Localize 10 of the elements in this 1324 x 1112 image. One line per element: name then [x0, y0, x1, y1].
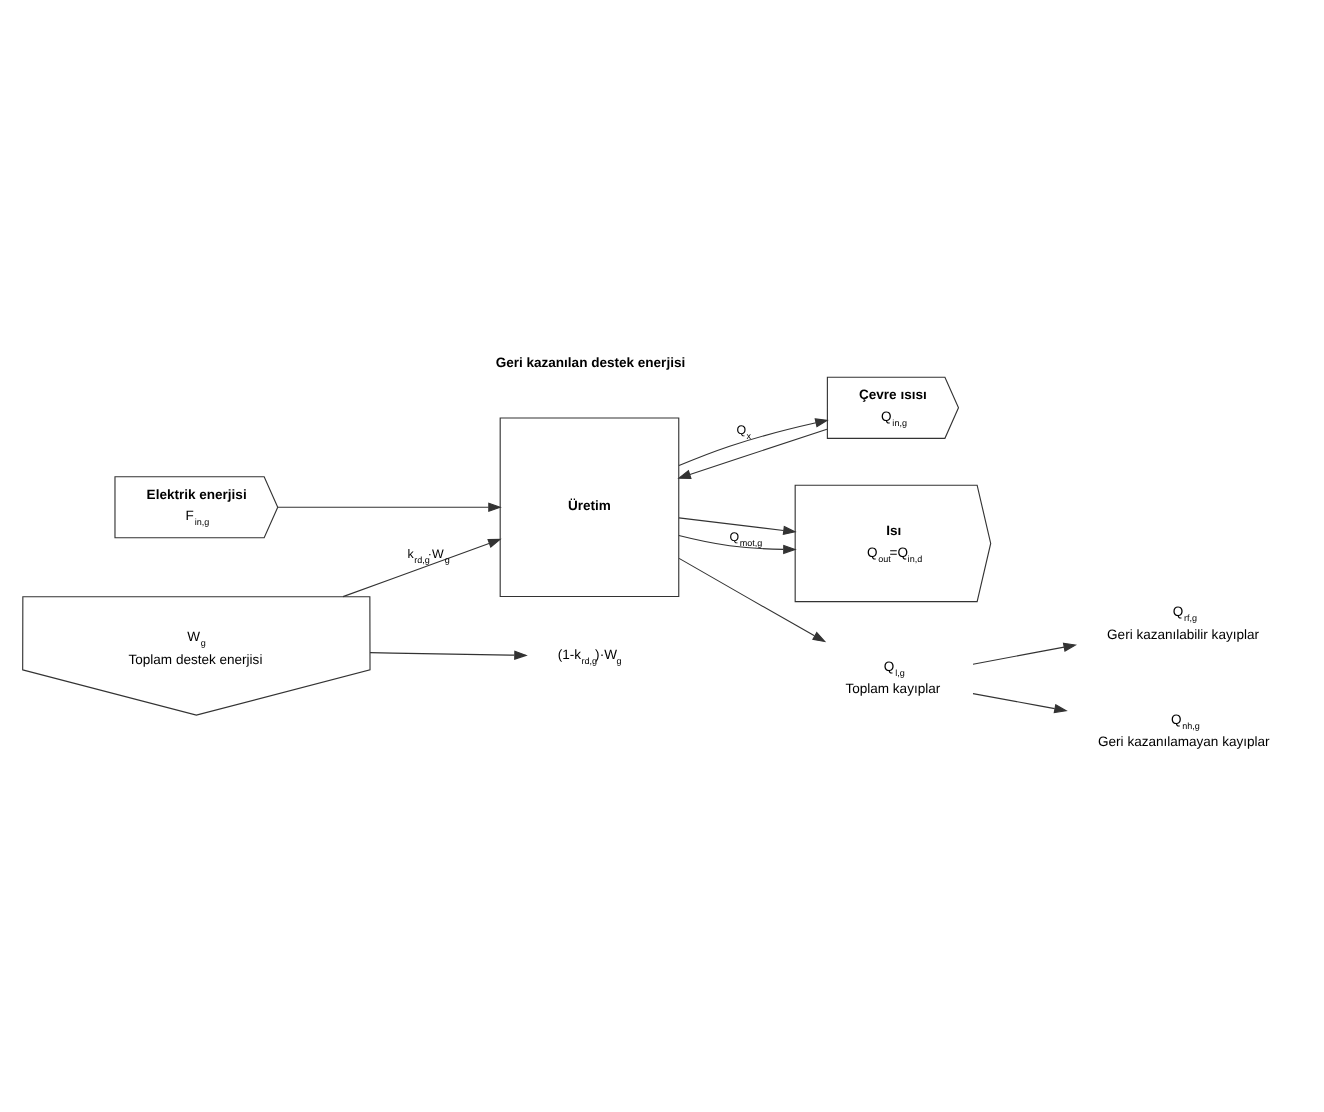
arrow [678, 417, 829, 466]
arrow [277, 501, 502, 512]
arrow [369, 649, 528, 659]
arrow [972, 641, 1077, 664]
arrow [972, 692, 1068, 713]
arrow [342, 537, 502, 597]
arrow [677, 427, 828, 478]
arrow [678, 556, 827, 642]
arrow [678, 516, 797, 535]
arrow [678, 533, 797, 554]
